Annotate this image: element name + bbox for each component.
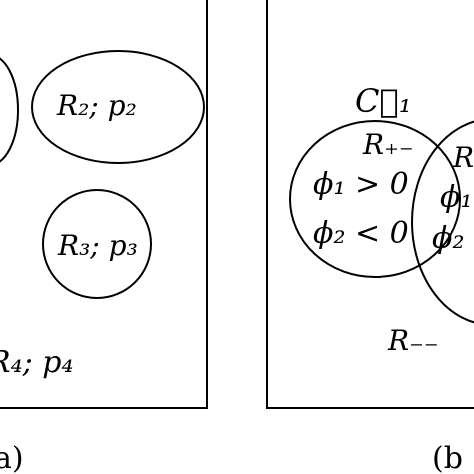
c2-ellipse [411,120,474,324]
partial-phi2-label: ϕ₂ [432,221,464,256]
region-minus-minus-label: R₋₋ [387,324,439,357]
phi1-condition: ϕ₁ > 0 [313,167,409,202]
phi2-condition: ϕ₂ < 0 [313,216,409,251]
region-4-label: R₄; p₄ [0,345,74,380]
right-panel-frame [266,0,474,409]
right-panel: C⃗₁ R₊₋ ϕ₁ > 0 ϕ₂ < 0 R₋₋ R ϕ₁ ϕ₂ (b [266,0,474,474]
region-plus-minus-label: R₊₋ [362,128,414,161]
left-panel-frame [0,0,208,409]
region-1-ellipse [0,57,19,163]
left-panel: R₂; p₂ R₃; p₃ R₄; p₄ a) [0,0,208,474]
vector-c1-label: C⃗₁ [355,82,412,120]
region-2-label: R₂; p₂ [56,89,137,122]
caption-b: (b [432,441,463,474]
partial-phi1-label: ϕ₁ [440,180,472,215]
region-3-label: R₃; p₃ [57,229,138,262]
caption-a: a) [0,441,24,474]
region-3-ellipse [42,189,152,299]
region-2-ellipse [31,50,205,164]
c1-ellipse [289,120,461,278]
partial-region-label: R [452,141,474,174]
